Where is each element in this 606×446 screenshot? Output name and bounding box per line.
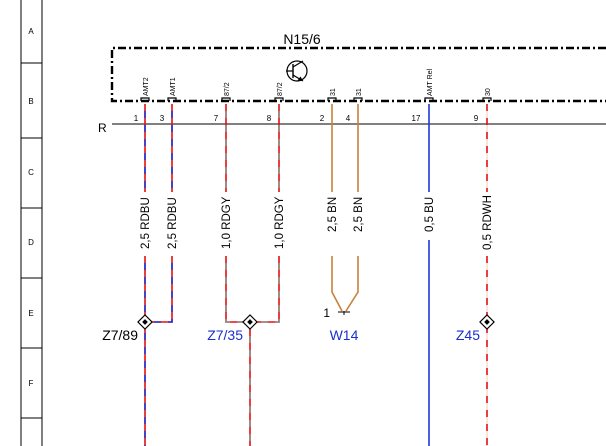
pin-number: 9: [474, 114, 479, 123]
pin-2: 31 2: [320, 88, 337, 123]
transistor-icon: [286, 60, 308, 82]
pin-label: AMT Rel: [427, 68, 434, 96]
module-n15-6: N15/6: [110, 31, 606, 103]
wire-2: 2,5 RDBU: [151, 104, 179, 323]
pin-1: AMT2 1: [134, 77, 150, 123]
pin-label: 31: [356, 88, 363, 96]
wire-3: 1,0 RDGY: [221, 104, 244, 323]
wire-label: 0,5 BU: [424, 197, 436, 232]
connector-w14: 1 W14: [323, 306, 358, 343]
connector-pin: 1: [323, 306, 330, 320]
pin-4: 31 4: [346, 88, 363, 123]
row-letter-a: A: [28, 27, 34, 36]
connector-label: Z45: [456, 327, 480, 343]
pin-9: 30 9: [474, 88, 492, 123]
wire-8: 0,5 RDWH: [482, 104, 494, 446]
rail-label: R: [98, 121, 107, 135]
wire-6: 2,5 BN: [345, 104, 365, 312]
connector-z7-89: Z7/89: [102, 314, 153, 343]
wire-label: 2,5 RDBU: [140, 197, 152, 249]
connector-label: W14: [330, 327, 359, 343]
pin-label: 30: [485, 88, 492, 96]
pin-label: AMT2: [143, 77, 150, 96]
connector-label: Z7/35: [207, 327, 243, 343]
connector-label: Z7/89: [102, 327, 138, 343]
pin-8: 87/2 8: [267, 82, 284, 123]
wire-label: 0,5 RDWH: [482, 195, 494, 250]
module-outline: [110, 46, 606, 103]
pin-label: AMT1: [170, 77, 177, 96]
pin-label: 87/2: [224, 82, 231, 96]
row-margin: A B C D E F: [20, 0, 43, 446]
pin-17: AMT Rel 17: [412, 68, 434, 123]
row-letter-f: F: [29, 379, 34, 388]
module-name: N15/6: [283, 31, 321, 47]
row-letter-b: B: [28, 97, 33, 106]
wire-1: 2,5 RDBU: [140, 104, 152, 446]
pin-number: 2: [320, 114, 325, 123]
pin-label: 31: [330, 88, 337, 96]
pin-number: 8: [267, 114, 272, 123]
rail: R: [98, 121, 606, 135]
pin-number: 3: [160, 114, 165, 123]
row-letter-d: D: [28, 238, 34, 247]
pin-number: 17: [412, 114, 421, 123]
wire-5: 2,5 BN: [327, 104, 343, 312]
wire-label: 2,5 BN: [353, 197, 365, 232]
wire-label: 1,0 RDGY: [221, 196, 233, 249]
connector-z7-35: Z7/35: [207, 314, 258, 343]
wire-label: 2,5 RDBU: [167, 197, 179, 249]
wire-7: 0,5 BU: [424, 104, 436, 446]
pin-3: AMT1 3: [160, 77, 177, 123]
pin-7: 87/2 7: [214, 82, 231, 123]
wire-label: 1,0 RDGY: [274, 196, 286, 249]
pin-number: 1: [134, 114, 139, 123]
pin-number: 4: [346, 114, 351, 123]
wire-label: 2,5 BN: [327, 197, 339, 232]
pin-label: 87/2: [277, 82, 284, 96]
connector-z45: Z45: [456, 314, 495, 343]
row-letter-c: C: [28, 168, 34, 177]
pin-number: 7: [214, 114, 219, 123]
wire-4: 1,0 RDGY: [256, 104, 286, 323]
row-letter-e: E: [28, 309, 33, 318]
